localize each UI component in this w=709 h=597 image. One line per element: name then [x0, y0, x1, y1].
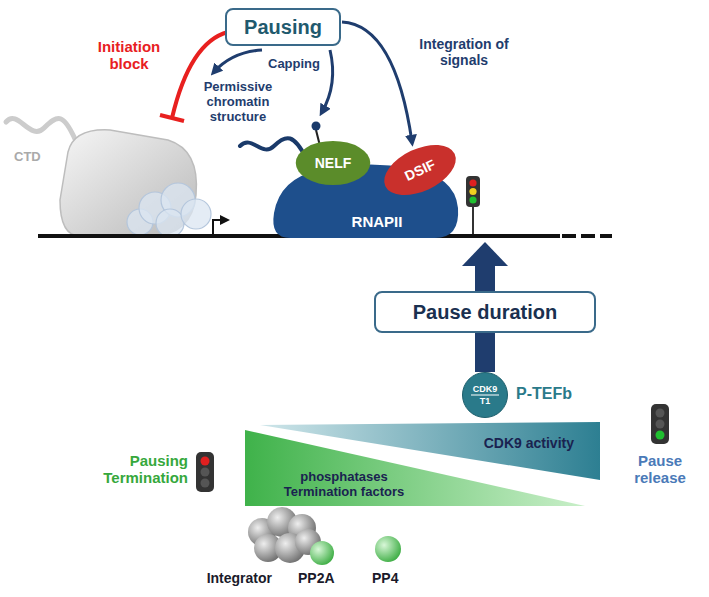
subunit-label: PP2A [298, 570, 346, 586]
subunit-name: T1 [480, 395, 491, 407]
subunit-label: PP4 [372, 570, 412, 586]
wedge-label: phosphatases Termination factors [265, 469, 423, 500]
subunit-name: CDK9 [473, 383, 498, 395]
chromatin-arrow [214, 50, 262, 72]
kinase-circle-outline [462, 372, 508, 418]
initiating-polymerase [60, 130, 196, 236]
dna-strand-continued [562, 234, 612, 238]
signals-arrow [342, 22, 412, 142]
integrator-complex [248, 507, 321, 563]
traffic-light [466, 176, 480, 234]
state-box: Pause duration [374, 291, 596, 333]
capping-arrow [322, 50, 333, 112]
ctd-tail [6, 118, 78, 146]
effect-label: Integration of signals [418, 36, 510, 68]
outcome-label: Pause release [622, 452, 698, 487]
traffic-light [196, 452, 214, 492]
pp4-subunit [375, 536, 401, 562]
complex-label: Integrator [180, 570, 272, 586]
wedge-label: CDK9 activity [484, 435, 574, 451]
factor-name: NELF [315, 155, 352, 171]
inhibition-bar [160, 115, 184, 121]
effect-label: Permissive chromatin structure [192, 80, 284, 125]
state-box: Pausing [225, 8, 341, 46]
traffic-light [651, 404, 669, 444]
state-title: Pausing [244, 16, 322, 39]
kinase-circle: CDK9T1P-TEFb [462, 372, 508, 418]
inhibition-label: Initiation block [88, 38, 170, 73]
tss-arrow [213, 220, 226, 236]
pp2a-subunit [310, 541, 334, 565]
polymerase-name: RNAPII [352, 213, 403, 230]
nucleosomes [127, 183, 211, 237]
kinase-name: P-TEFb [516, 385, 572, 403]
cap [312, 122, 321, 131]
outcome-label: Pausing Termination [86, 452, 188, 487]
nascent-rna [240, 138, 306, 158]
tail-label: CTD [14, 150, 54, 165]
factor-ellipse: NELF [295, 140, 371, 186]
gradient-wedge: phosphatases Termination factors [245, 430, 585, 506]
effect-label: Capping [256, 57, 320, 72]
state-title: Pause duration [413, 301, 557, 324]
factor-ellipse: DSIF [381, 148, 459, 192]
